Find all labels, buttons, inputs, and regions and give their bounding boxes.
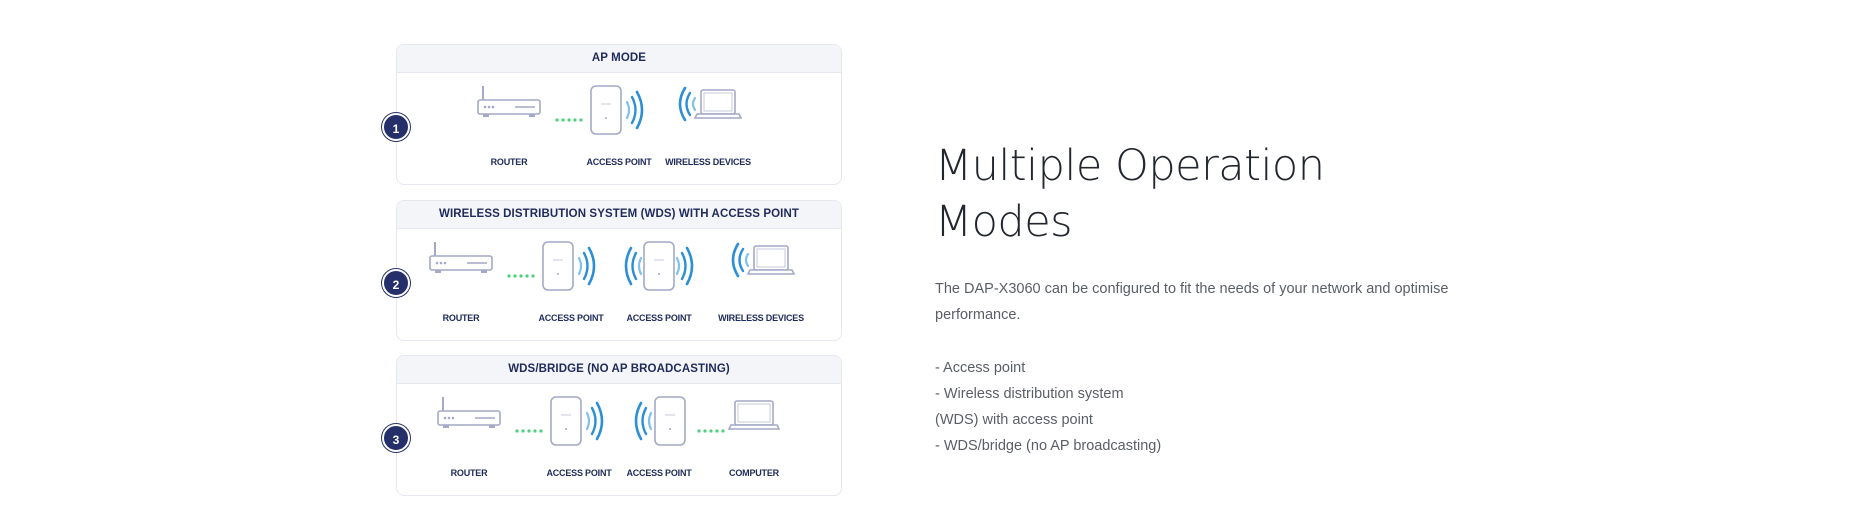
mode-title: WIRELESS DISTRIBUTION SYSTEM (WDS) WITH … <box>397 201 841 229</box>
router-icon <box>429 242 493 273</box>
device-label: COMPUTER <box>729 468 779 478</box>
mode-number-badge: 1 <box>382 113 410 141</box>
wired-link-icon <box>515 429 543 433</box>
list-item: (WDS) with access point <box>935 412 1093 428</box>
router-device: ROUTER <box>477 72 541 182</box>
mode-panel-ap: AP MODE ROUTER <box>396 44 842 185</box>
mode-panel-wds-bridge: WDS/BRIDGE (NO AP BROADCASTING) ROUTER <box>396 355 842 496</box>
router-device: ROUTER <box>437 383 501 493</box>
access-point-device: ACCESS POINT <box>538 228 604 338</box>
laptop-with-signal-icon <box>678 86 743 122</box>
wired-link <box>507 228 535 338</box>
router-device: ROUTER <box>429 228 493 338</box>
access-point-receive-icon <box>634 396 686 446</box>
feature-list: - Access point - Wireless distribution s… <box>935 355 1455 459</box>
access-point-device: ACCESS POINT <box>546 383 612 493</box>
mode-title: AP MODE <box>397 45 841 73</box>
access-point-device: ACCESS POINT <box>586 72 652 182</box>
computer-device: COMPUTER <box>727 383 781 493</box>
section-title: Multiple Operation Modes <box>935 141 1325 247</box>
wired-link-icon <box>697 429 725 433</box>
device-label: WIRELESS DEVICES <box>718 313 804 323</box>
list-item: - Wireless distribution system <box>935 386 1124 402</box>
access-point-icon <box>590 85 644 135</box>
device-label: ACCESS POINT <box>538 313 604 323</box>
mode-number-badge: 3 <box>382 424 410 452</box>
feature-description: Multiple Operation Modes The DAP-X3060 c… <box>935 138 1455 459</box>
device-label: ACCESS POINT <box>626 313 692 323</box>
wired-link-icon <box>507 274 535 278</box>
wired-link <box>515 383 543 493</box>
mode-title: WDS/BRIDGE (NO AP BROADCASTING) <box>397 356 841 384</box>
device-label: ROUTER <box>450 468 488 478</box>
list-item: - WDS/bridge (no AP broadcasting) <box>935 438 1162 454</box>
mode-panel-wds-ap: WIRELESS DISTRIBUTION SYSTEM (WDS) WITH … <box>396 200 842 341</box>
device-label: ACCESS POINT <box>546 468 612 478</box>
device-label: ROUTER <box>442 313 480 323</box>
mode-number-badge: 2 <box>382 269 410 297</box>
laptop-device: WIRELESS DEVICES <box>665 72 751 182</box>
wired-link-icon <box>555 118 583 122</box>
access-point-icon <box>550 396 604 446</box>
section-intro: The DAP-X3060 can be configured to fit t… <box>935 281 1449 323</box>
router-icon <box>437 397 501 428</box>
device-label: ACCESS POINT <box>586 157 652 167</box>
router-icon <box>477 86 541 117</box>
access-point-icon <box>542 241 596 291</box>
access-point-device: ACCESS POINT <box>626 383 692 493</box>
device-label: WIRELESS DEVICES <box>665 157 751 167</box>
laptop-computer-icon <box>727 400 781 430</box>
access-point-device: ACCESS POINT <box>619 228 699 338</box>
laptop-device: WIRELESS DEVICES <box>718 228 804 338</box>
wired-link <box>697 383 725 493</box>
device-label: ROUTER <box>490 157 528 167</box>
list-item: - Access point <box>935 360 1026 376</box>
access-point-dual-signal-icon <box>624 241 694 291</box>
laptop-with-signal-icon <box>731 242 796 278</box>
device-label: ACCESS POINT <box>626 468 692 478</box>
wired-link <box>555 72 583 182</box>
